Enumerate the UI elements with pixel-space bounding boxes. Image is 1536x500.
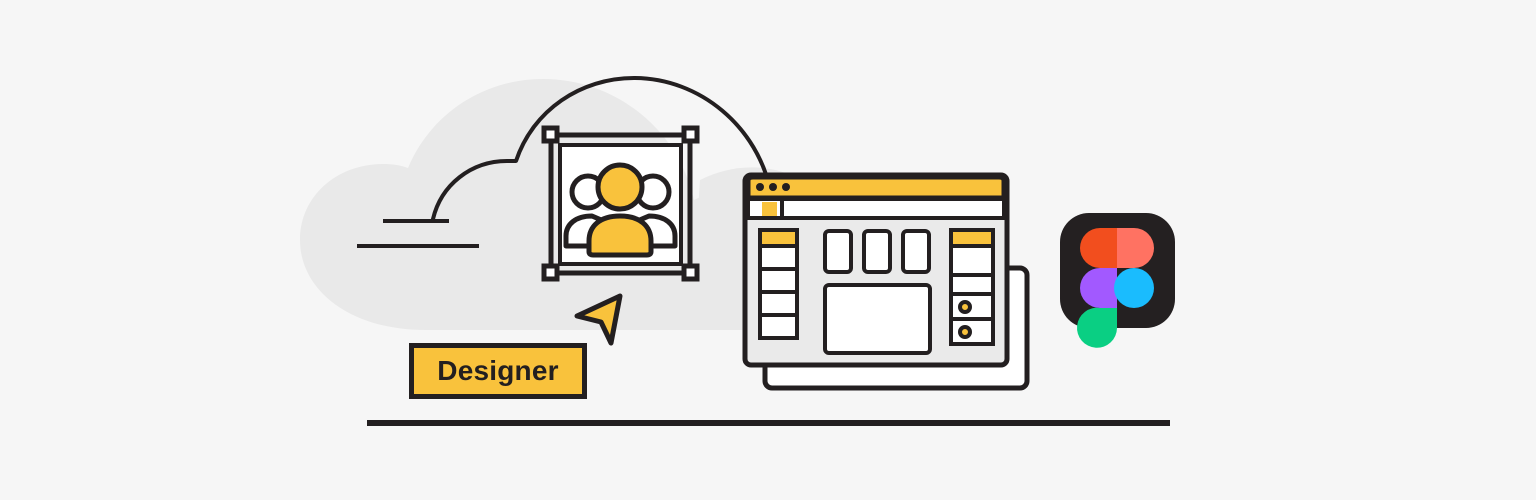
browser-tabbar: [746, 197, 1006, 220]
right-panel-toggle-row-2[interactable]: [949, 317, 995, 346]
window-dot-2[interactable]: [769, 183, 777, 191]
speed-lines: [357, 219, 479, 248]
handle-top-left[interactable]: [541, 125, 560, 144]
figma-segment-green-icon: [1077, 307, 1117, 348]
handle-bottom-right[interactable]: [681, 263, 700, 282]
user-body-center: [586, 213, 654, 258]
selection-frame-group: [541, 125, 700, 282]
left-panel-row-1[interactable]: [758, 244, 799, 271]
browser-tab-active[interactable]: [762, 202, 777, 216]
figma-segment-blue-icon: [1114, 268, 1154, 308]
content-card-2[interactable]: [862, 229, 892, 274]
right-panel-block-2[interactable]: [949, 273, 995, 296]
left-panel[interactable]: [758, 228, 799, 340]
right-panel-block-1[interactable]: [949, 244, 995, 277]
handle-top-right[interactable]: [681, 125, 700, 144]
user-head-center: [595, 162, 645, 212]
content-cards[interactable]: [823, 229, 931, 274]
designer-label-text: Designer: [437, 355, 559, 386]
handle-bottom-left[interactable]: [541, 263, 560, 282]
left-panel-header[interactable]: [758, 228, 799, 248]
selection-handles[interactable]: [541, 125, 700, 282]
figma-segment-purple-icon: [1080, 268, 1117, 308]
toggle-indicator-1[interactable]: [958, 300, 972, 314]
window-dot-3[interactable]: [782, 183, 790, 191]
right-panel-toggle-row-1[interactable]: [949, 292, 995, 321]
content-card-3[interactable]: [901, 229, 931, 274]
users-icon: [563, 162, 678, 258]
window-dot-1[interactable]: [756, 183, 764, 191]
browser-titlebar: [745, 174, 1007, 201]
figma-segment-salmon-icon: [1117, 228, 1154, 268]
figma-logo[interactable]: [1060, 213, 1175, 348]
figma-glyph: [1077, 228, 1154, 348]
toggle-indicator-2[interactable]: [958, 325, 972, 339]
right-panel-header[interactable]: [949, 228, 995, 248]
selection-frame-outer: [548, 132, 693, 276]
window-controls[interactable]: [756, 183, 790, 191]
designer-label: Designer: [409, 343, 587, 399]
cursor-arrow-icon[interactable]: [574, 293, 623, 346]
left-panel-row-3[interactable]: [758, 290, 799, 317]
main-content-block[interactable]: [823, 283, 932, 355]
content-card-1[interactable]: [823, 229, 853, 274]
figma-segment-orange-icon: [1080, 228, 1117, 268]
browser-window[interactable]: [742, 172, 1010, 368]
right-panel[interactable]: [949, 228, 995, 346]
left-panel-row-2[interactable]: [758, 267, 799, 294]
left-panel-row-4[interactable]: [758, 313, 799, 340]
